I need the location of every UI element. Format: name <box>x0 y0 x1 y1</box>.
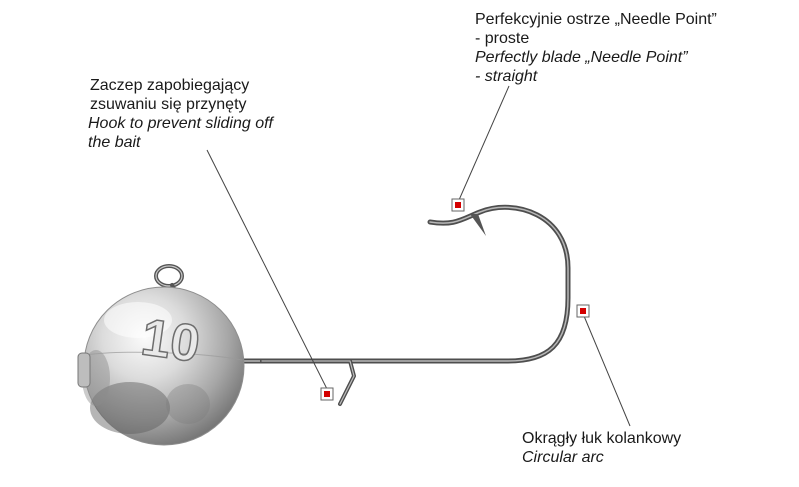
bait-hook-label-pl-1: Zaczep zapobiegający <box>90 77 250 94</box>
callout-needle-point: Perfekcyjnie ostrze „Needle Point” - pro… <box>475 10 717 86</box>
lead-jig-head: 10 <box>77 286 245 446</box>
hook-barb <box>470 214 486 236</box>
marker-arc <box>576 304 590 318</box>
arc-label-en-1: Circular arc <box>522 449 604 466</box>
leader-line-arc <box>583 315 631 427</box>
leader-line-needle-point <box>458 85 510 201</box>
marker-bait-hook <box>320 387 334 401</box>
bait-hook-label-en-1: Hook to prevent sliding off <box>88 115 273 132</box>
bait-hook-label-en-2: the bait <box>88 134 141 151</box>
callout-markers <box>320 198 590 401</box>
arc-label-pl-1: Okrągły łuk kolankowy <box>522 430 682 447</box>
hook-wire <box>229 204 571 364</box>
marker-needle-point <box>451 198 465 212</box>
callout-arc: Okrągły łuk kolankowy Circular arc <box>522 429 681 467</box>
needle-point-label-en-1: Perfectly blade „Needle Point” <box>475 49 688 66</box>
jig-weight-mark: 10 <box>138 308 203 373</box>
bait-hook-label-pl-2: zsuwaniu się przynęty <box>90 96 247 113</box>
callout-bait-hook: Zaczep zapobiegający zsuwaniu się przynę… <box>88 76 273 152</box>
leader-line-bait-hook <box>206 149 328 390</box>
leader-lines <box>206 85 631 427</box>
needle-point-label-en-2: - straight <box>475 68 538 85</box>
needle-point-label-pl-1: Perfekcyjnie ostrze „Needle Point” <box>475 11 717 28</box>
needle-point-label-pl-2: - proste <box>475 30 530 47</box>
bait-keeper-wire <box>260 359 356 406</box>
